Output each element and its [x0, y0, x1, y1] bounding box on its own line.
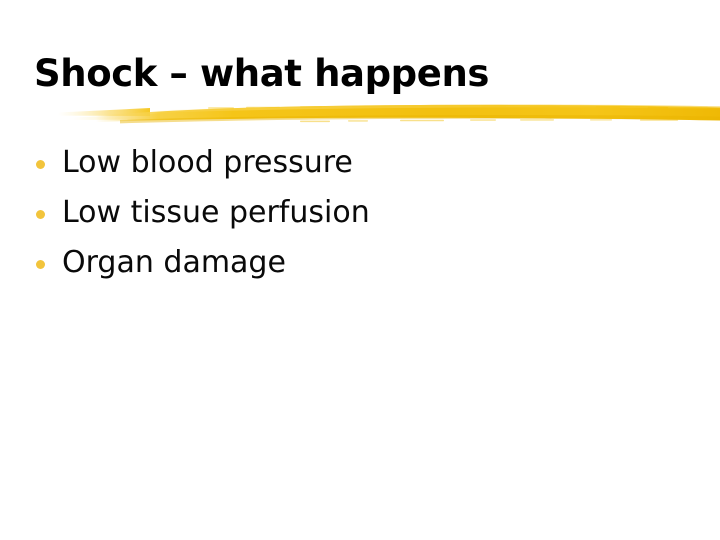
bullet-dot-icon [36, 159, 45, 169]
page-title: Shock – what happens [34, 52, 490, 95]
bullet-item-label: Low tissue perfusion [62, 195, 370, 230]
list-item: Low tissue perfusion [0, 188, 720, 238]
bullet-dot-icon [36, 209, 45, 219]
list-item: Low blood pressure [0, 138, 720, 188]
bullet-list: Low blood pressure Low tissue perfusion … [0, 138, 720, 288]
bullet-item-label: Low blood pressure [62, 145, 353, 180]
bullet-dot-icon [36, 259, 45, 269]
list-item: Organ damage [0, 238, 720, 288]
bullet-item-label: Organ damage [62, 245, 286, 280]
slide-title-block: Shock – what happens [34, 52, 694, 104]
